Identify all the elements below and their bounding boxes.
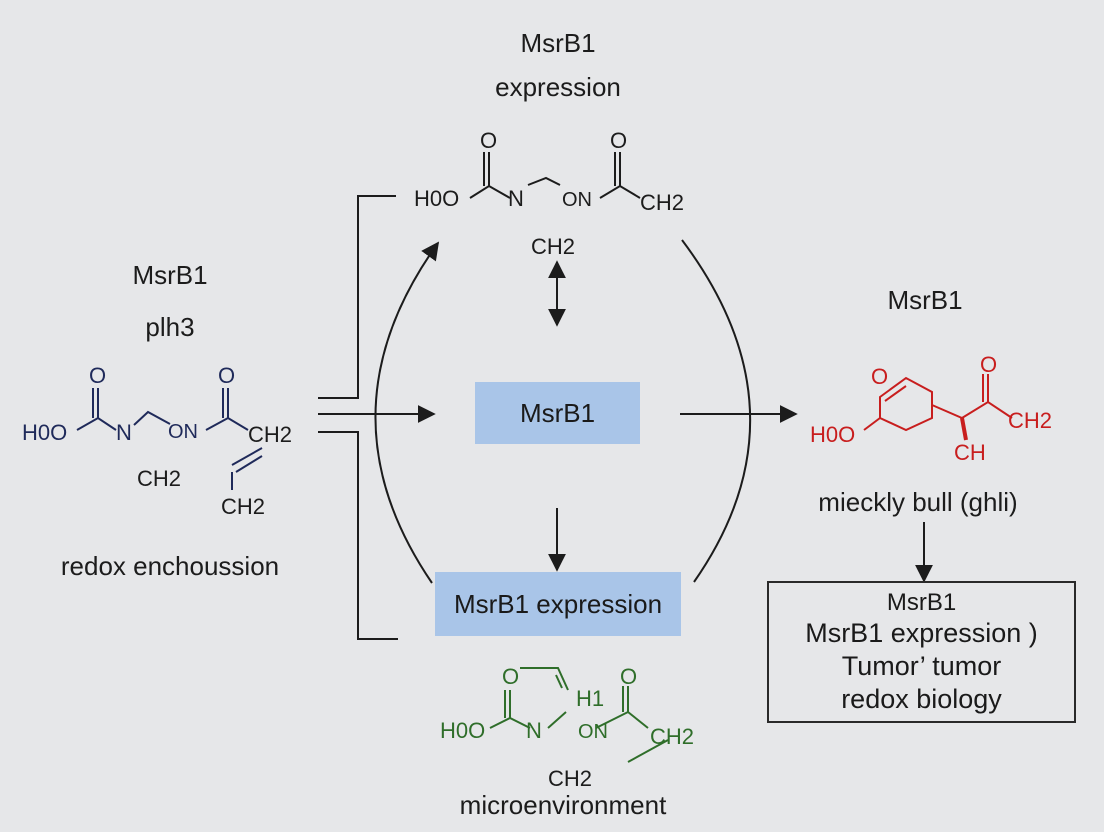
top-mol-right: CH2 bbox=[640, 190, 684, 215]
top-mol-olink: ON bbox=[562, 189, 592, 211]
right-label: MsrB1 bbox=[887, 285, 963, 315]
bottom-mol-h: H1 bbox=[576, 686, 604, 711]
bottom-mol-o2: O bbox=[620, 664, 637, 689]
tumor-redox-result-box: MsrB1 MsrB1 expression ) Tumor’ tumor re… bbox=[767, 581, 1076, 723]
top-mol-below: CH2 bbox=[531, 234, 575, 259]
left-mol-below-right: CH2 bbox=[221, 494, 265, 519]
left-label-line1: MsrB1 bbox=[132, 260, 208, 290]
molecule-left bbox=[76, 388, 263, 490]
right-mol-below: CH bbox=[954, 440, 986, 465]
result-box-line1: MsrB1 bbox=[886, 588, 957, 616]
top-mol-o2: O bbox=[610, 128, 627, 153]
left-mol-left: H0O bbox=[22, 420, 67, 445]
left-mol-below-left: CH2 bbox=[137, 466, 181, 491]
bottom-bracket bbox=[318, 431, 398, 640]
left-mol-o1: O bbox=[89, 363, 106, 388]
connectors bbox=[318, 195, 933, 640]
left-arc bbox=[374, 241, 440, 584]
top-bracket bbox=[318, 195, 396, 399]
bottom-mol-below: CH2 bbox=[548, 766, 592, 791]
left-mol-right: CH2 bbox=[248, 422, 292, 447]
right-caption: mieckly bull (ghli) bbox=[818, 487, 1018, 517]
right-mol-left: H0O bbox=[810, 422, 855, 447]
bottom-mol-olink: ON bbox=[578, 721, 608, 743]
result-box-line3: Tumor’ tumor bbox=[841, 651, 1002, 682]
right-mol-ring-o: O bbox=[871, 364, 888, 389]
bottom-mol-n: N bbox=[526, 718, 542, 743]
bottom-caption: microenvironment bbox=[459, 790, 667, 820]
bottom-box-label: MsrB1 expression bbox=[453, 588, 663, 619]
left-caption: redox enchoussion bbox=[60, 551, 280, 581]
top-label-line2: expression bbox=[495, 72, 621, 102]
molecule-top bbox=[469, 152, 641, 199]
left-mol-o2: O bbox=[218, 363, 235, 388]
msrb1-center-box: MsrB1 bbox=[475, 382, 640, 444]
bottom-mol-left: H0O bbox=[440, 718, 485, 743]
top-mol-left: H0O bbox=[414, 186, 459, 211]
right-mol-right: CH2 bbox=[1008, 408, 1052, 433]
msrb1-expression-box: MsrB1 expression bbox=[435, 572, 681, 636]
molecule-bottom bbox=[489, 667, 669, 763]
right-arc bbox=[681, 239, 751, 583]
bottom-mol-right: CH2 bbox=[650, 724, 694, 749]
left-mol-n: N bbox=[116, 420, 132, 445]
center-box-label: MsrB1 bbox=[519, 397, 596, 428]
top-label-line1: MsrB1 bbox=[520, 28, 596, 58]
left-mol-olink: ON bbox=[168, 421, 198, 443]
result-box-line2: MsrB1 expression ) bbox=[805, 618, 1038, 649]
result-box-line4: redox biology bbox=[841, 684, 1002, 715]
top-mol-o1: O bbox=[480, 128, 497, 153]
right-mol-o2: O bbox=[980, 352, 997, 377]
left-label-line2: plh3 bbox=[145, 312, 195, 342]
bottom-mol-ring-o: O bbox=[502, 664, 519, 689]
top-mol-n: N bbox=[508, 186, 524, 211]
molecule-right bbox=[863, 374, 1013, 441]
